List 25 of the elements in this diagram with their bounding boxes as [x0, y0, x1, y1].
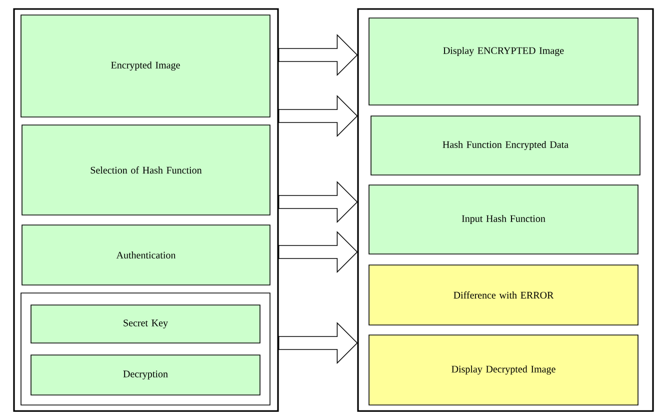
process-box	[20, 14, 270, 118]
process-box	[368, 264, 638, 326]
process-box	[30, 304, 260, 344]
process-box	[30, 354, 260, 396]
process-box	[368, 184, 638, 254]
block-arrow	[278, 34, 358, 76]
node-label: Hash Function Encrypted Data	[442, 140, 568, 150]
process-box	[368, 18, 638, 106]
node-label: Selection of Hash Function	[90, 166, 202, 174]
node-label: Authentication	[116, 251, 176, 259]
process-box	[22, 224, 270, 286]
node-label: Secret Key	[124, 320, 168, 328]
node-label: Input Hash Function	[462, 214, 546, 224]
block-arrow	[278, 231, 358, 273]
node-label: Display Decrypted Image	[452, 365, 556, 375]
block-arrow	[278, 322, 358, 364]
block-arrow	[278, 95, 358, 137]
node-label: Difference with ERROR	[454, 291, 554, 299]
process-box	[22, 124, 270, 216]
node-label: Display ENCRYPTED Image	[443, 46, 564, 56]
block-arrow	[278, 181, 358, 223]
node-label: Encrypted Image	[111, 61, 180, 71]
node-label: Decryption	[123, 370, 168, 380]
process-box	[370, 116, 640, 176]
process-box	[368, 334, 638, 406]
